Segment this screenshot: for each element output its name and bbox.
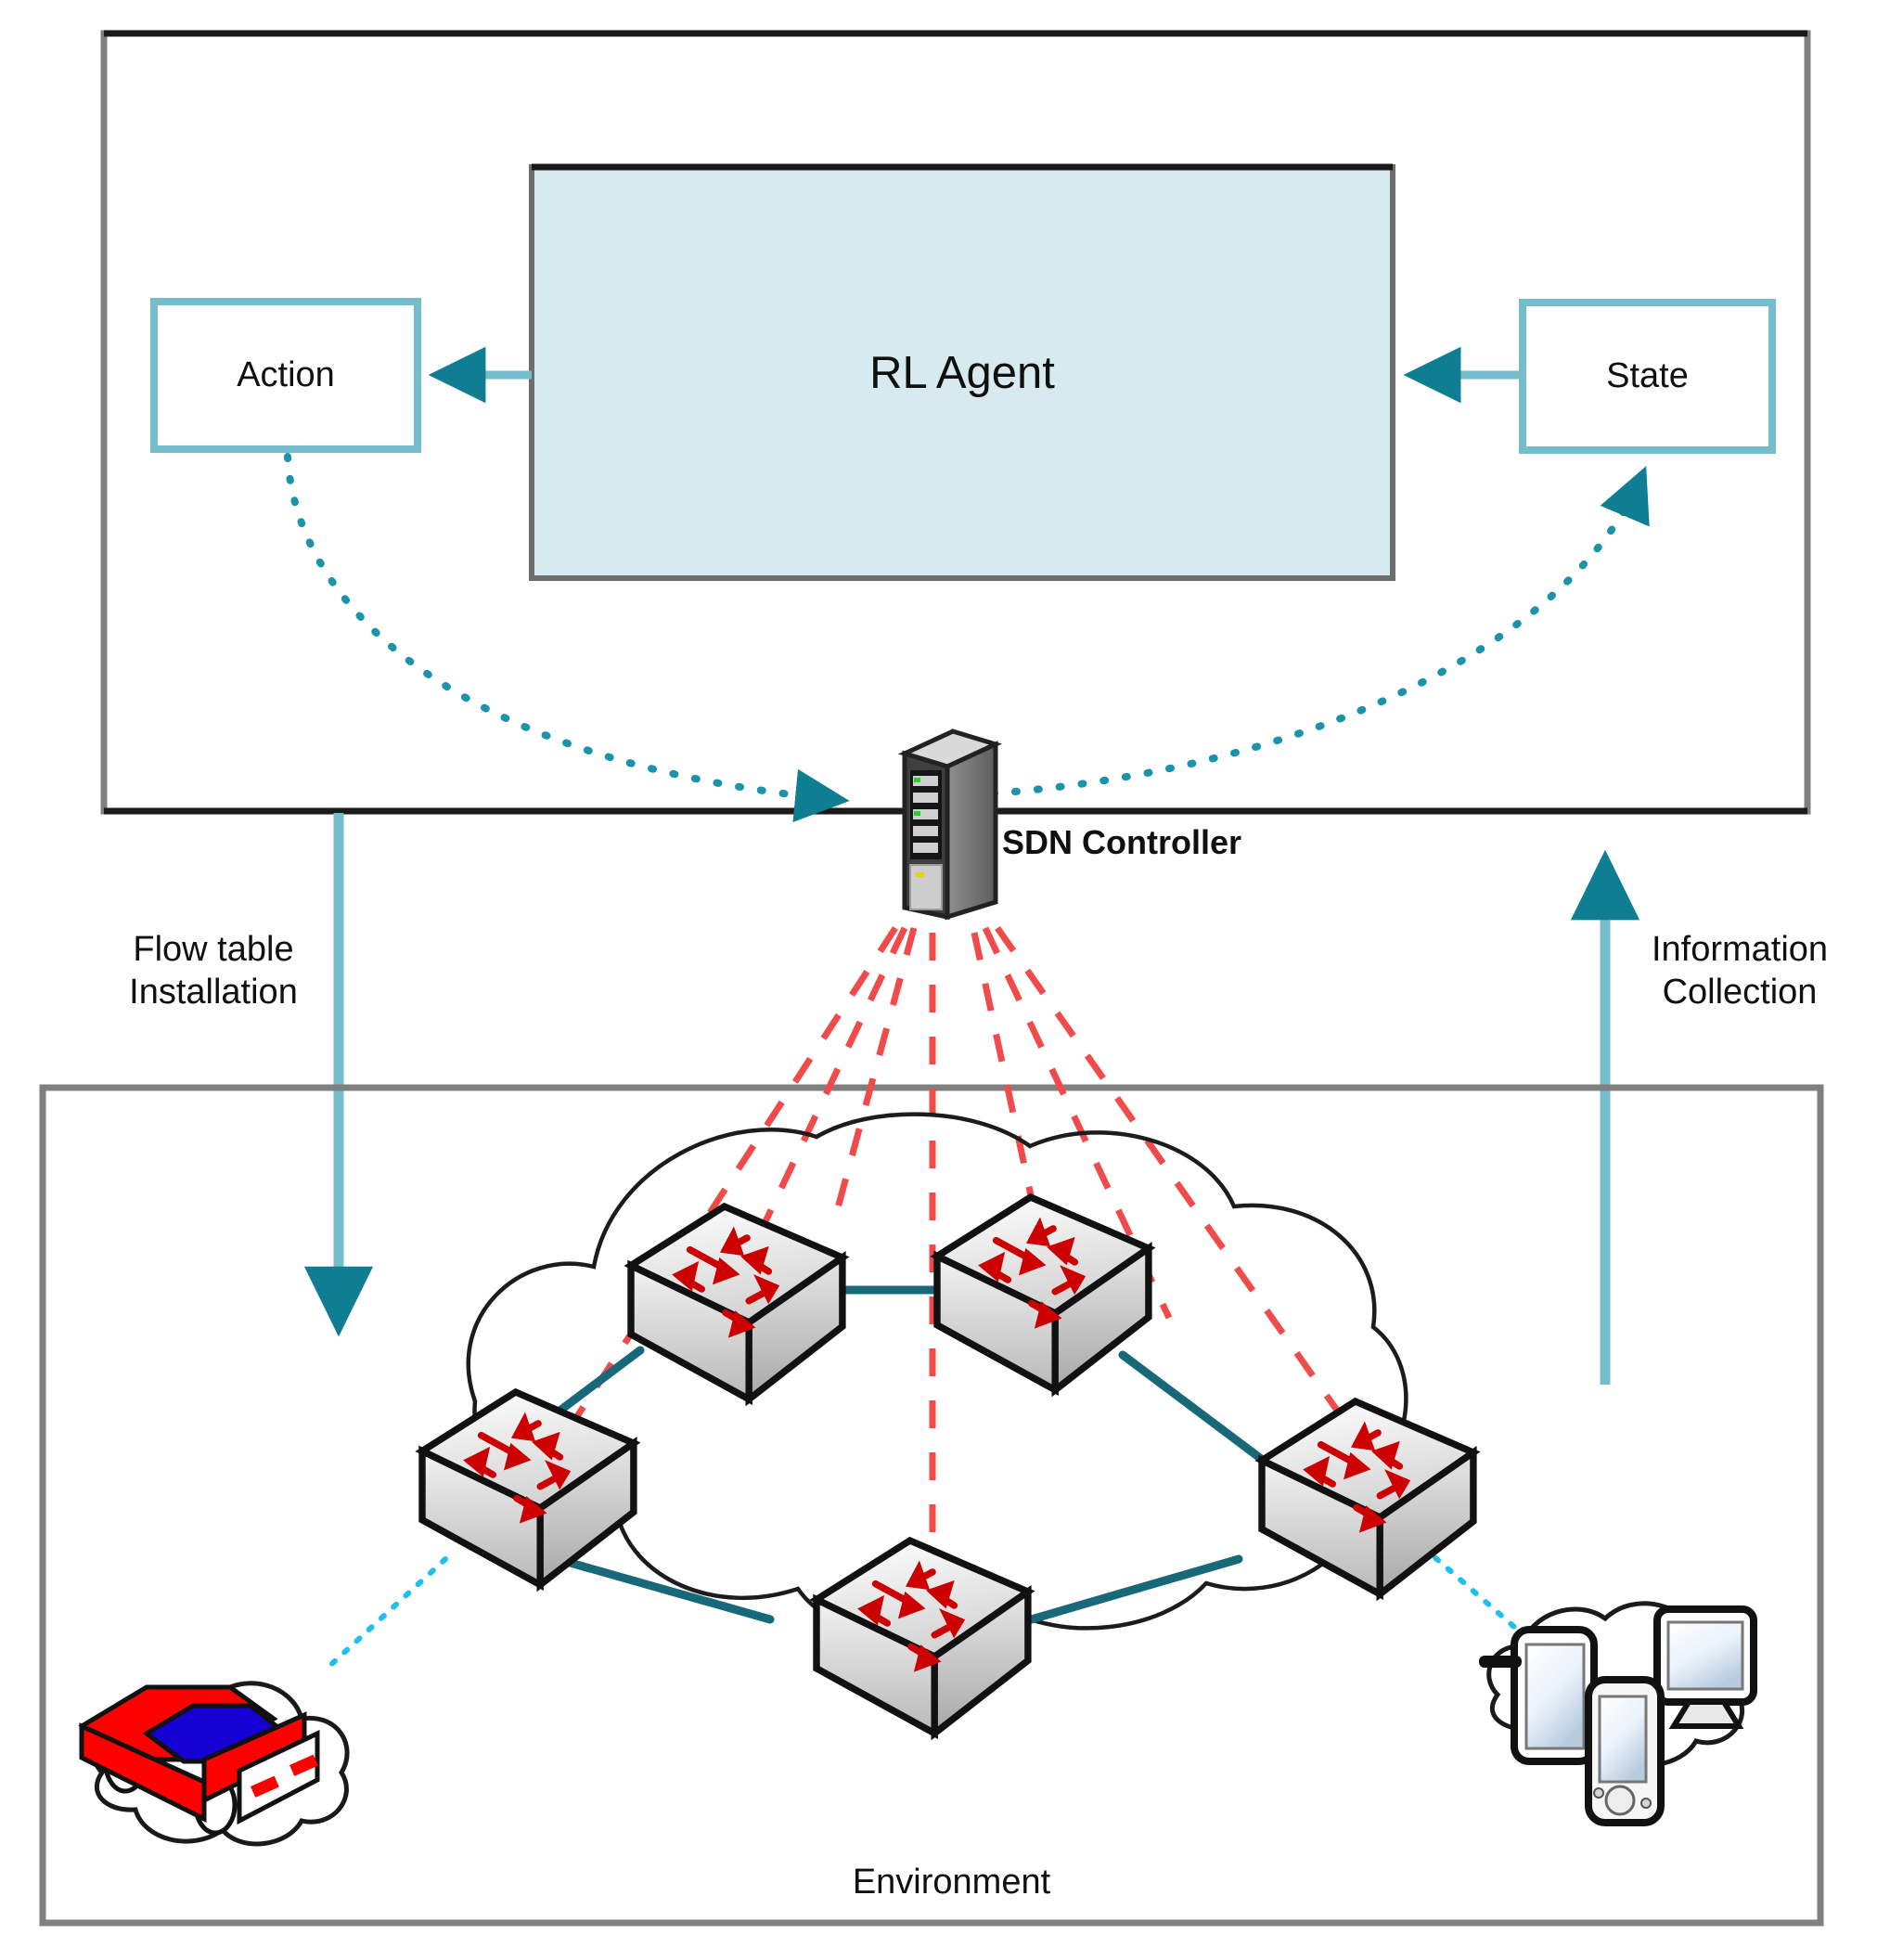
environment-frame (39, 1084, 1824, 1927)
switch-icon-top-right (930, 1193, 1156, 1398)
information-collection-label: Information Collection (1624, 928, 1856, 1014)
state-box (1519, 299, 1776, 454)
flow-table-installation-label: Flow table Installation (102, 928, 325, 1014)
environment-label: Environment (852, 1863, 1051, 1902)
switch-icon-bottom (809, 1536, 1035, 1741)
information-collection-line2: Collection (1662, 973, 1818, 1012)
monitor-icon (1653, 1605, 1757, 1729)
flow-table-installation-line2: Installation (129, 973, 298, 1012)
action-box (150, 298, 421, 453)
rl-agent-box (529, 163, 1395, 581)
switch-icon-top-left (624, 1202, 850, 1407)
information-collection-line1: Information (1651, 930, 1829, 969)
server-rack-icon (897, 729, 1003, 921)
flow-table-installation-line1: Flow table (133, 930, 294, 969)
controller-to-state-curve (989, 466, 1650, 797)
sdn-controller-label: SDN Controller (1002, 823, 1242, 861)
vehicle-cloud-icon (78, 1681, 350, 1847)
switch-icon-right (1254, 1397, 1481, 1602)
switch-icon-left (415, 1387, 641, 1592)
state-label: State (1606, 356, 1689, 395)
network-cloud-outline (466, 1112, 1408, 1638)
rl-agent-label: RL Agent (869, 347, 1055, 398)
action-label: Action (237, 355, 335, 394)
tablet-icon (1479, 1626, 1598, 1765)
car-icon (78, 1684, 320, 1836)
mobile-devices-cloud-icon (1479, 1601, 1757, 1826)
endpoint-links (322, 1533, 1524, 1673)
phone-icon (1585, 1676, 1665, 1826)
